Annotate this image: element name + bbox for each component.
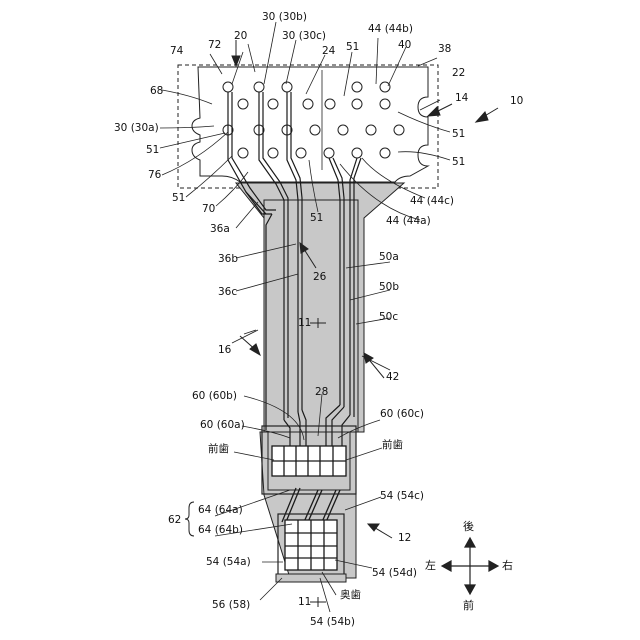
label-36b: 36b [218, 254, 238, 265]
label-24: 24 [322, 46, 335, 57]
label-30a: 30 (30a) [114, 123, 159, 134]
front-teeth-grid [272, 446, 346, 476]
label-54c: 54 (54c) [380, 491, 424, 502]
label-30c: 30 (30c) [282, 31, 326, 42]
label-51-left1: 51 [146, 145, 159, 156]
label-60b: 60 (60b) [192, 391, 237, 402]
label-51-top: 51 [346, 42, 359, 53]
label-54d: 54 (54d) [372, 568, 417, 579]
label-68: 68 [150, 86, 163, 97]
label-72: 72 [208, 40, 221, 51]
compass-front: 前 [463, 600, 474, 611]
compass-left: 左 [425, 560, 436, 571]
label-40: 40 [398, 40, 411, 51]
label-70: 70 [202, 204, 215, 215]
label-51-right2: 51 [452, 157, 465, 168]
bracket-62 [184, 500, 196, 538]
label-20: 20 [234, 31, 247, 42]
label-54a: 54 (54a) [206, 557, 251, 568]
label-22: 22 [452, 68, 465, 79]
label-front-teeth-left: 前歯 [208, 444, 229, 455]
base-plate [276, 574, 346, 582]
label-64b: 64 (64b) [198, 525, 243, 536]
label-30b: 30 (30b) [262, 12, 307, 23]
label-12: 12 [398, 533, 411, 544]
label-42: 42 [386, 372, 399, 383]
label-50a: 50a [379, 252, 399, 263]
label-44a: 44 (44a) [386, 216, 431, 227]
compass-right: 右 [502, 560, 513, 571]
label-section-bottom: 11 [298, 597, 311, 608]
compass-back: 後 [463, 521, 474, 532]
label-60c: 60 (60c) [380, 409, 424, 420]
label-54b: 54 (54b) [310, 617, 355, 628]
label-14: 14 [455, 93, 468, 104]
label-10: 10 [510, 96, 523, 107]
label-51-left2: 51 [172, 193, 185, 204]
label-36a: 36a [210, 224, 230, 235]
label-section-top: 11 [298, 318, 311, 329]
label-50b: 50b [379, 282, 399, 293]
label-50c: 50c [379, 312, 398, 323]
label-44b: 44 (44b) [368, 24, 413, 35]
label-16: 16 [218, 345, 231, 356]
label-76: 76 [148, 170, 161, 181]
label-28: 28 [315, 387, 328, 398]
label-60a: 60 (60a) [200, 420, 245, 431]
label-44c: 44 (44c) [410, 196, 454, 207]
label-64a: 64 (64a) [198, 505, 243, 516]
label-front-teeth-right: 前歯 [382, 440, 403, 451]
label-56: 56 (58) [212, 600, 250, 611]
label-36c: 36c [218, 287, 237, 298]
back-teeth-grid [285, 520, 337, 570]
label-26: 26 [313, 272, 326, 283]
label-74: 74 [170, 46, 183, 57]
label-38: 38 [438, 44, 451, 55]
label-51-right1: 51 [452, 129, 465, 140]
label-back-teeth: 奥歯 [340, 590, 361, 601]
direction-compass [442, 538, 498, 594]
label-51-center: 51 [310, 213, 323, 224]
label-62: 62 [168, 515, 181, 526]
